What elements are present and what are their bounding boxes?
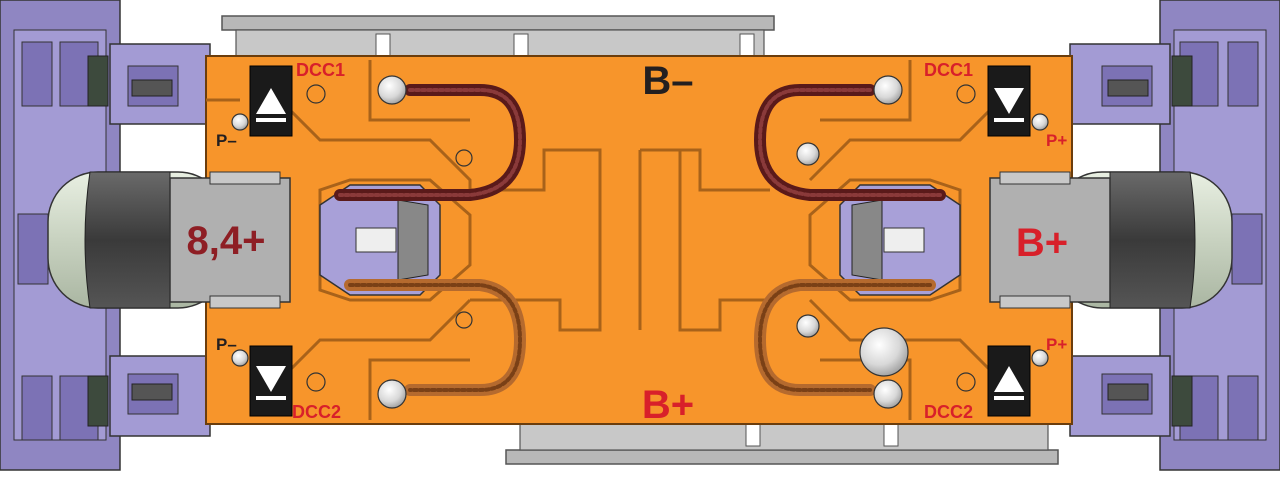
p-plus-bottom-label: P+ — [1046, 335, 1067, 354]
dcc1-right-label: DCC1 — [924, 60, 973, 80]
diode-icon — [249, 65, 1031, 417]
b-plus-right-label: B+ — [1016, 221, 1068, 265]
contact-pad-icon — [231, 75, 1049, 409]
dcc1-left-label: DCC1 — [296, 60, 345, 80]
p-minus-bottom-label: P– — [216, 335, 237, 354]
p-minus-top-label: P– — [216, 131, 237, 150]
left-motor — [47, 171, 291, 309]
b-minus-label: B– — [642, 59, 693, 103]
dcc2-left-label: DCC2 — [292, 402, 341, 422]
center-pads — [319, 184, 961, 296]
top-rail — [221, 15, 775, 59]
b-plus-bottom-label: B+ — [642, 383, 694, 427]
coil-wire-icon — [334, 84, 946, 396]
dcc2-right-label: DCC2 — [924, 402, 973, 422]
p-plus-top-label: P+ — [1046, 131, 1067, 150]
v84-plus-label: 8,4+ — [187, 219, 266, 263]
right-motor — [989, 171, 1233, 309]
bottom-rail — [505, 421, 1059, 465]
